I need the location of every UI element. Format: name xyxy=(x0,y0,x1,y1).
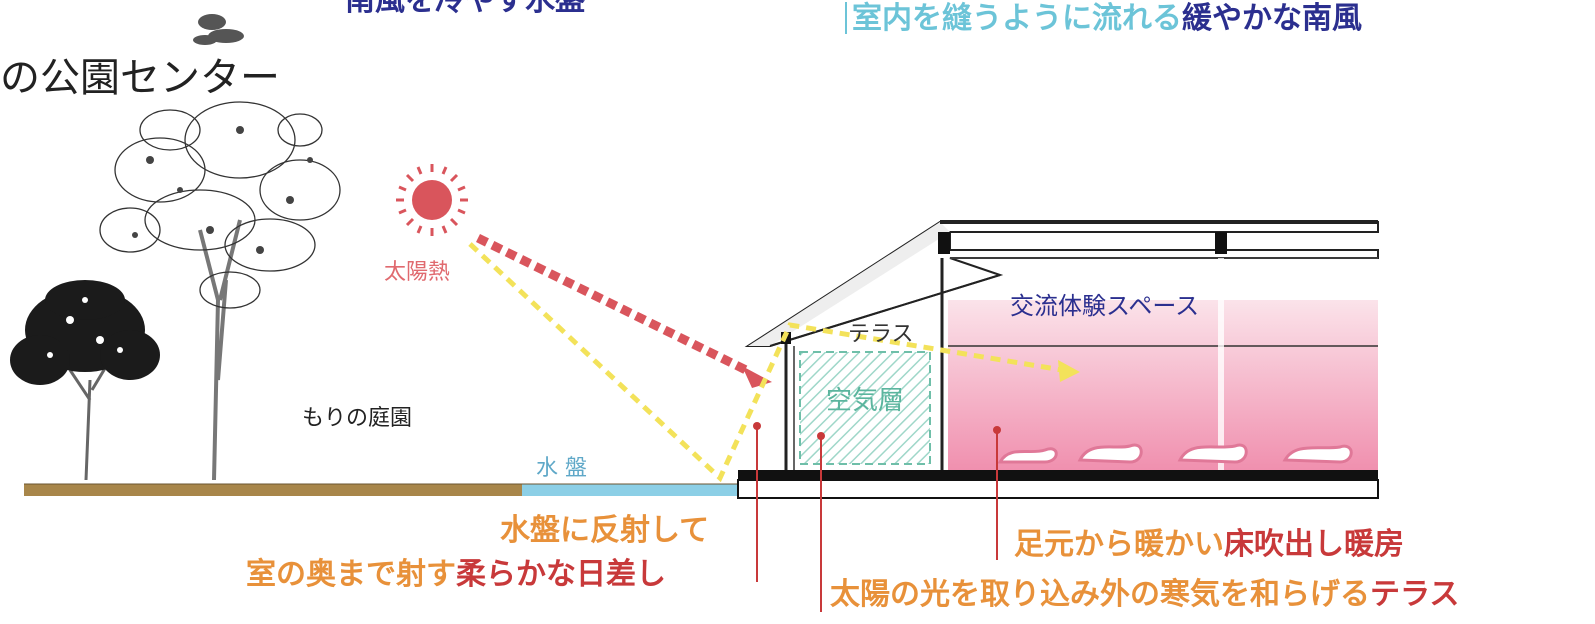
floor-heating-caption: 足元から暖かい床吹出し暖房 xyxy=(1014,530,1404,560)
top-right-caption-part1: 室内を縫うように流れる xyxy=(852,1,1182,36)
water-basin xyxy=(522,484,740,496)
reflect-caption-line1: 水盤に反射して xyxy=(500,513,710,548)
reflected-light-arrowhead xyxy=(1058,360,1080,382)
floor-vents xyxy=(997,443,1353,464)
top-left-caption: 南風を冷やす水盤 xyxy=(345,0,585,18)
exchange-space-label: 交流体験スペース xyxy=(1010,292,1200,320)
air-layer-label: 空気層 xyxy=(826,386,905,416)
floor-heating-caption-a: 足元から暖かい xyxy=(1014,527,1224,562)
garden-label: もりの庭園 xyxy=(302,406,413,431)
terrace-label: テラス xyxy=(848,322,914,347)
top-right-caption-part2: 緩やかな南風 xyxy=(1182,1,1362,36)
small-tree-icon xyxy=(10,280,160,481)
building-title: の公園センター xyxy=(0,55,280,101)
water-basin-label: 水 盤 xyxy=(536,456,587,481)
reflect-caption-line2-a: 室の奥まで射す xyxy=(246,557,456,592)
top-right-caption: 室内を縫うように流れる緩やかな南風 xyxy=(852,4,1362,34)
reflect-caption-line2: 室の奥まで射す柔らかな日差し xyxy=(246,560,666,590)
sun-heat-label: 太陽熱 xyxy=(384,260,451,285)
exchange-space-area xyxy=(948,300,1378,472)
terrace-caption: 太陽の光を取り込み外の寒気を和らげるテラス xyxy=(830,580,1459,610)
roof xyxy=(744,220,1379,472)
reflected-light-path xyxy=(468,242,1063,483)
floor-heating-caption-b: 床吹出し暖房 xyxy=(1224,527,1404,562)
terrace-caption-b: テラス xyxy=(1370,577,1460,612)
tree-top-icon xyxy=(193,14,244,45)
reflect-caption-line2-b: 柔らかな日差し xyxy=(456,557,666,592)
floor-slab xyxy=(738,470,1378,480)
tall-tree-icon xyxy=(99,101,341,481)
ground-strip xyxy=(24,484,524,496)
terrace-caption-a: 太陽の光を取り込み外の寒気を和らげる xyxy=(830,577,1370,612)
sun-icon xyxy=(396,164,468,236)
